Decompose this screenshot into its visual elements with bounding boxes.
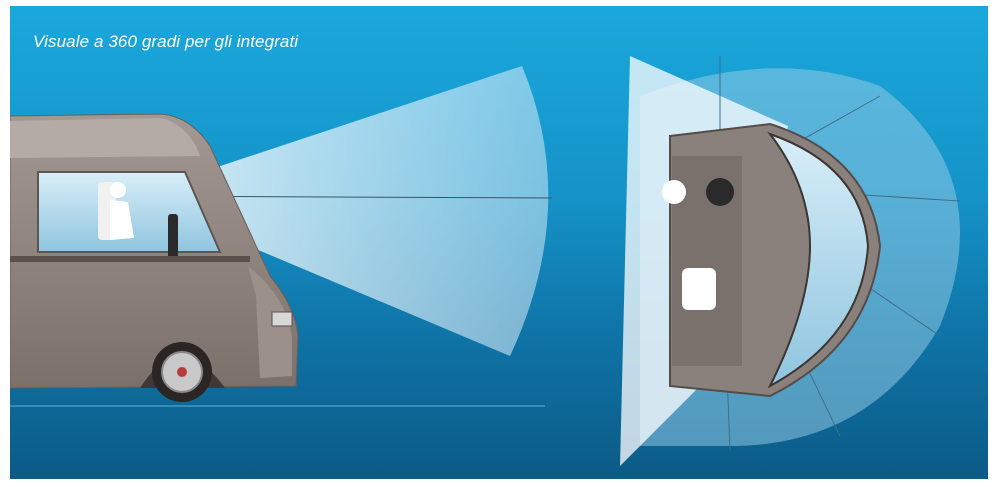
illustration-canvas	[10, 6, 988, 479]
illustration-frame: Visuale a 360 gradi per gli integrati	[10, 6, 988, 479]
caption-text: Visuale a 360 gradi per gli integrati	[33, 32, 298, 52]
